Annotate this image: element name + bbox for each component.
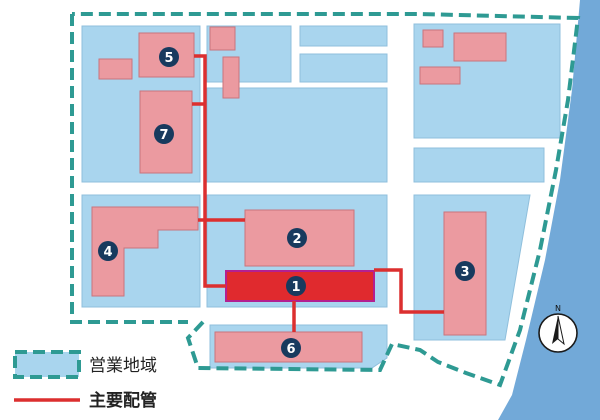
marker-5: 5	[159, 47, 179, 67]
main-pipes	[192, 54, 444, 332]
marker-1-label: 1	[291, 280, 300, 295]
marker-4: 4	[98, 241, 118, 261]
pipe-west-trunk	[194, 54, 226, 288]
marker-2-label: 2	[292, 232, 301, 247]
building-4	[91, 206, 199, 297]
block-n-small-3	[299, 53, 388, 83]
marker-6-circle	[281, 338, 301, 358]
marker-3-circle	[455, 261, 475, 281]
marker-4-circle	[98, 241, 118, 261]
building-small-a	[98, 58, 133, 80]
compass-needle-dark-icon	[552, 316, 558, 344]
marker-7-circle	[154, 124, 174, 144]
building-small-c	[222, 56, 240, 99]
markers: 5 7 4 2 1 3 6	[98, 47, 475, 358]
marker-5-label: 5	[164, 51, 173, 66]
legend: 営業地域 主要配管	[13, 350, 157, 411]
block-e-thin	[413, 147, 545, 183]
marker-1-circle	[286, 276, 306, 296]
marker-6: 6	[281, 338, 301, 358]
legend-pipe-label: 主要配管	[89, 390, 157, 411]
marker-1: 1	[286, 276, 306, 296]
building-small-e	[453, 32, 507, 62]
marker-4-label: 4	[103, 245, 112, 260]
marker-2: 2	[287, 228, 307, 248]
north-compass: N	[538, 304, 578, 353]
pipe-east	[374, 268, 444, 314]
marker-3: 3	[455, 261, 475, 281]
compass-needle-light-icon	[557, 315, 565, 346]
legend-area-label: 営業地域	[89, 356, 157, 376]
service-area-boundary	[70, 12, 581, 388]
sea	[498, 0, 600, 420]
marker-5-circle	[159, 47, 179, 67]
marker-6-label: 6	[286, 342, 295, 357]
building-small-f	[419, 66, 461, 85]
marker-2-circle	[287, 228, 307, 248]
building-small-d	[422, 29, 444, 48]
compass-north-label: N	[555, 304, 561, 313]
building-small-b	[209, 26, 236, 51]
marker-3-label: 3	[460, 265, 469, 280]
boundary-main	[70, 12, 581, 388]
legend-area-swatch	[13, 350, 81, 379]
marker-7-label: 7	[159, 128, 168, 143]
block-center	[206, 87, 388, 183]
block-n-small-2	[299, 25, 388, 47]
marker-7: 7	[154, 124, 174, 144]
